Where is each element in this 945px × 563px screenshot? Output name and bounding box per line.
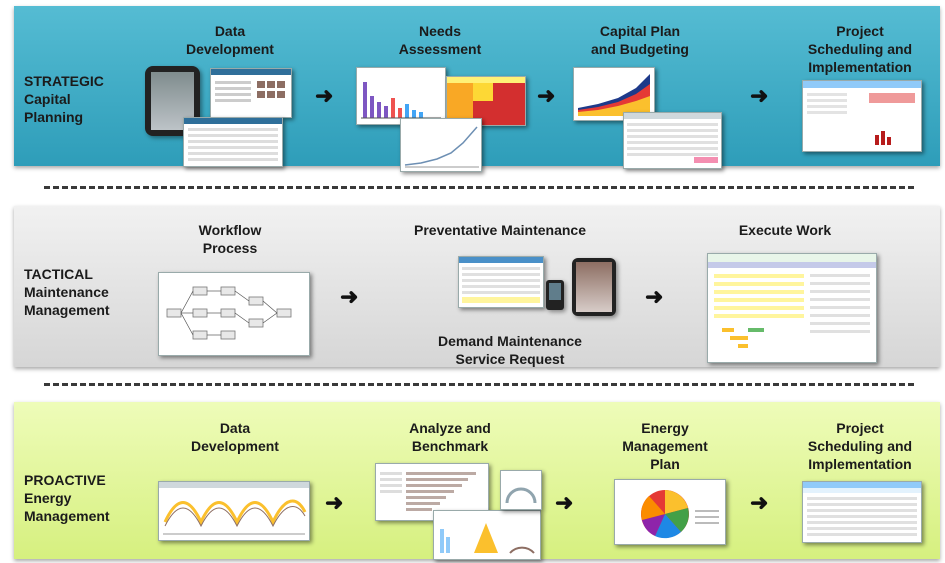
tactical-label-line3: Management xyxy=(24,302,110,318)
step-title-line1: Analyze and xyxy=(409,420,491,436)
arrow-right-icon: ➜ xyxy=(750,83,769,108)
step-title-line1: Workflow xyxy=(198,222,262,238)
step-title-line1: Data xyxy=(214,23,246,39)
tablet-icon xyxy=(572,258,616,316)
energy-schedule-thumbnail xyxy=(802,481,922,543)
step-energy-project-scheduling: Project Scheduling and Implementation xyxy=(795,419,925,473)
arrow-right-icon: ➜ xyxy=(555,490,574,515)
needs-bar-chart-thumbnail xyxy=(356,67,446,125)
arrow-right-icon: ➜ xyxy=(340,284,359,309)
step-demand-maintenance: Demand Maintenance Service Request xyxy=(420,332,600,368)
tactical-label-line2: Maintenance xyxy=(24,284,109,300)
step-analyze-benchmark: Analyze and Benchmark xyxy=(395,419,505,455)
strategic-label-line2: Capital xyxy=(24,91,71,107)
data-screenshot-2 xyxy=(183,117,283,167)
step-data-development: Data Development xyxy=(175,22,285,58)
step-title-line2: Management xyxy=(622,438,708,454)
step-title-line2: Development xyxy=(191,438,279,454)
strategic-label-line3: Planning xyxy=(24,109,84,125)
step-title-line1: Energy xyxy=(641,420,689,436)
step-preventative-maintenance: Preventative Maintenance xyxy=(400,221,600,239)
strategic-label: STRATEGIC Capital Planning xyxy=(24,72,104,126)
step-title-line1: Project xyxy=(836,420,884,436)
preventative-screen-thumbnail xyxy=(458,256,544,308)
arrow-right-icon: ➜ xyxy=(537,83,556,108)
energy-line-chart-thumbnail xyxy=(158,481,310,541)
step-title-line1: Capital Plan xyxy=(599,23,681,39)
step-title-line2: and Budgeting xyxy=(591,41,689,57)
step-energy-management-plan: Energy Management Plan xyxy=(610,419,720,473)
arrow-right-icon: ➜ xyxy=(645,284,664,309)
step-title-line2: Process xyxy=(202,240,258,256)
tactical-label: TACTICAL Maintenance Management xyxy=(24,265,110,319)
step-title-line1: Execute Work xyxy=(738,222,832,238)
step-title-line3: Plan xyxy=(650,456,680,472)
phone-icon xyxy=(546,280,564,310)
step-needs-assessment: Needs Assessment xyxy=(385,22,495,58)
needs-line-chart-thumbnail xyxy=(400,118,482,172)
step-project-scheduling: Project Scheduling and Implementation xyxy=(795,22,925,76)
proactive-label: PROACTIVE Energy Management xyxy=(24,471,110,525)
project-schedule-thumbnail xyxy=(802,80,922,152)
step-title-line2: Assessment xyxy=(398,41,482,57)
data-screenshot-1 xyxy=(210,68,292,118)
proactive-label-line3: Management xyxy=(24,508,110,524)
step-title-line2: Scheduling and xyxy=(807,438,913,454)
step-title-line2: Service Request xyxy=(455,351,565,367)
step-title-line1: Data xyxy=(219,420,251,436)
step-execute-work: Execute Work xyxy=(725,221,845,239)
benchmark-gauge-thumbnail xyxy=(500,470,542,510)
step-title-line2: Scheduling and xyxy=(807,41,913,57)
step-energy-data-development: Data Development xyxy=(180,419,290,455)
workflow-diagram-thumbnail xyxy=(158,272,310,356)
execute-work-thumbnail xyxy=(707,253,877,363)
step-title-line3: Implementation xyxy=(808,59,912,75)
benchmark-pyramid-thumbnail xyxy=(433,510,541,560)
step-workflow-process: Workflow Process xyxy=(180,221,280,257)
divider-dashed-1 xyxy=(44,186,914,189)
step-title-line1: Demand Maintenance xyxy=(438,333,582,349)
capital-table-thumbnail xyxy=(623,112,722,169)
needs-heatmap-thumbnail xyxy=(446,76,526,126)
energy-plan-pie-thumbnail xyxy=(614,479,726,545)
proactive-label-line1: PROACTIVE xyxy=(24,472,106,488)
strategic-label-line1: STRATEGIC xyxy=(24,73,104,89)
proactive-label-line2: Energy xyxy=(24,490,72,506)
step-title-line1: Project xyxy=(836,23,884,39)
arrow-right-icon: ➜ xyxy=(325,490,344,515)
step-title-line1: Preventative Maintenance xyxy=(414,222,586,238)
step-title-line2: Development xyxy=(186,41,274,57)
step-capital-plan: Capital Plan and Budgeting xyxy=(580,22,700,58)
divider-dashed-2 xyxy=(44,383,914,386)
arrow-right-icon: ➜ xyxy=(750,490,769,515)
tactical-label-line1: TACTICAL xyxy=(24,266,93,282)
step-title-line1: Needs xyxy=(418,23,462,39)
step-title-line3: Implementation xyxy=(808,456,912,472)
arrow-right-icon: ➜ xyxy=(315,83,334,108)
step-title-line2: Benchmark xyxy=(411,438,489,454)
